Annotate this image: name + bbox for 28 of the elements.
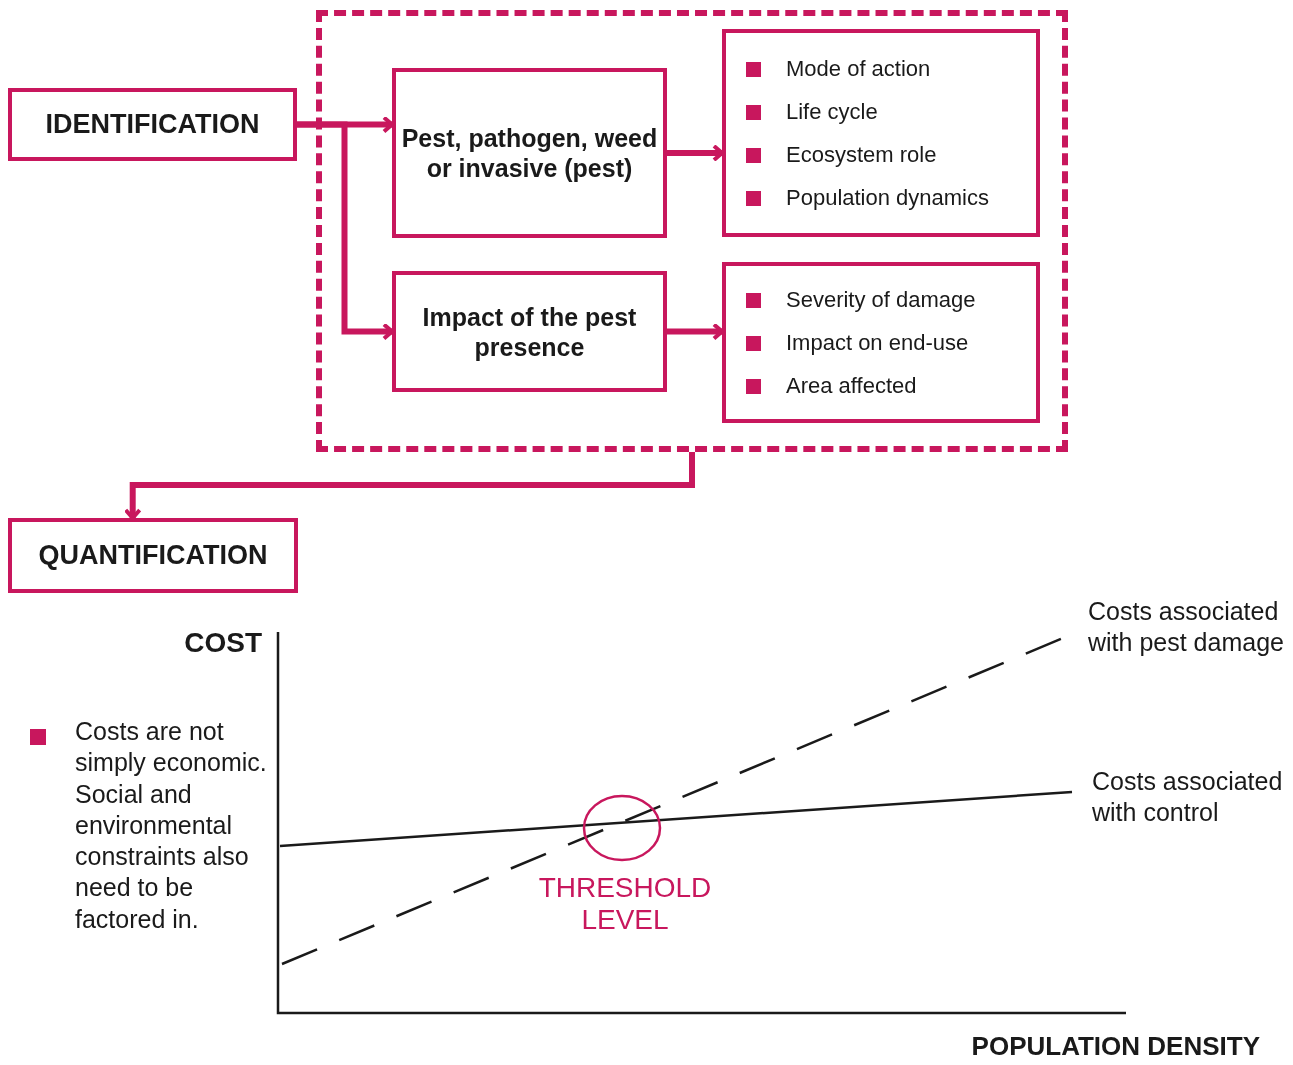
bullet-list-box	[722, 262, 1040, 423]
dashed-group-box	[316, 10, 1068, 452]
stage-title: IDENTIFICATION	[45, 109, 260, 140]
axis-title: POPULATION DENSITY	[970, 1030, 1260, 1063]
bullet-item: Life cycle	[746, 90, 878, 133]
axis-title: COST	[183, 626, 262, 660]
bullet-item: Impact on end-use	[746, 321, 969, 364]
box-text: Impact of the pest presence	[421, 301, 638, 362]
process-box	[392, 271, 667, 392]
process-box	[392, 68, 667, 238]
arrow	[667, 322, 724, 341]
line-label: Costs associated with control	[1092, 766, 1284, 829]
threshold-label: THRESHOLD LEVEL	[537, 872, 713, 937]
bullet-item: Ecosystem role	[746, 133, 937, 176]
stage-box	[8, 518, 298, 593]
bullet-item: Population dynamics	[746, 176, 989, 219]
box-text: Pest, pathogen, weed or invasive (pest)	[400, 123, 659, 183]
bullet-list-box	[722, 29, 1040, 237]
arrow	[297, 121, 394, 341]
note-text: Costs are not simply economic. Social and environmental constraints also need to be factored in.	[74, 716, 268, 935]
bullet-item: Mode of action	[746, 47, 931, 90]
bullet-item: Severity of damage	[746, 278, 976, 321]
bullet-item: Area affected	[746, 364, 917, 407]
stage-title: QUANTIFICATION	[38, 540, 268, 571]
arrow	[123, 452, 695, 520]
line-label: Costs associated with pest damage	[1088, 596, 1285, 659]
stage-box	[8, 88, 297, 161]
arrow	[667, 144, 724, 162]
